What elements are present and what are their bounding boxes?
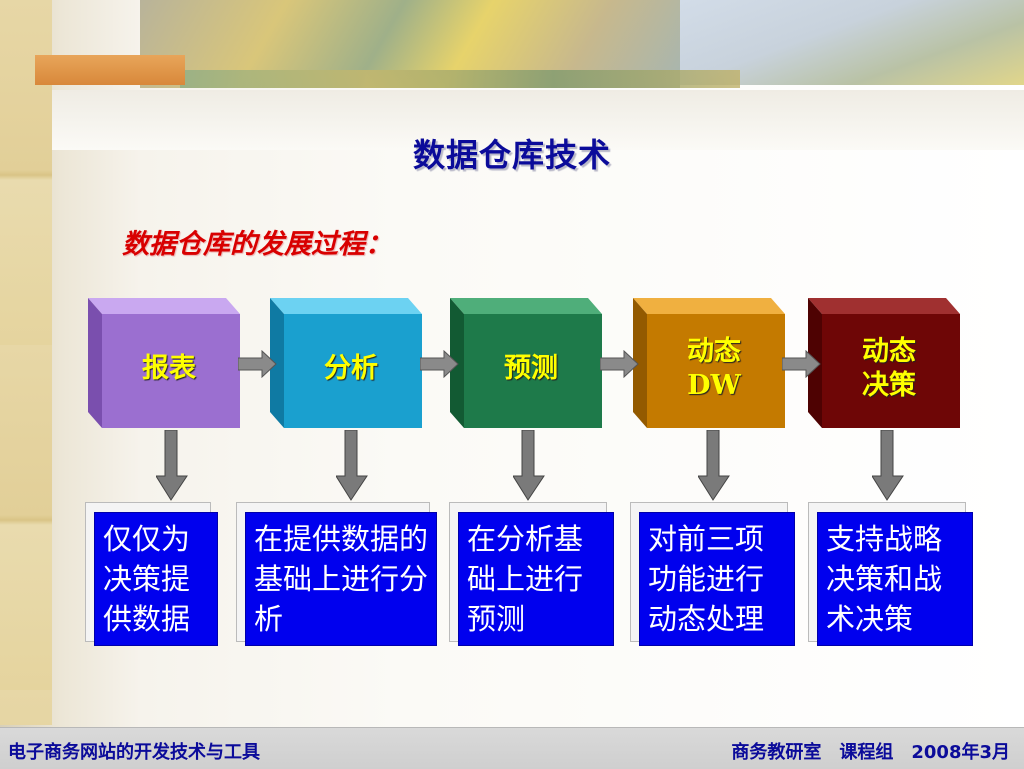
slide-title: 数据仓库技术: [412, 136, 611, 174]
down-arrow-icon: [336, 430, 368, 501]
box-shape: [270, 298, 422, 428]
stage-label: 分析: [324, 353, 378, 385]
down-arrow-icon: [156, 430, 188, 501]
stage-label: 预测: [504, 353, 558, 385]
down-arrow-icon: [872, 430, 904, 501]
down-arrow-icon: [513, 430, 545, 501]
slide-subtitle: 数据仓库的发展过程：: [122, 229, 392, 260]
description-text: 对前三项功能进行动态处理: [639, 512, 795, 646]
description-text: 支持战略决策和战术决策: [817, 512, 973, 646]
footer-bar: 电子商务网站的开发技术与工具 商务教研室 课程组 2008年3月: [0, 727, 1024, 769]
footer-course-title: 电子商务网站的开发技术与工具: [8, 742, 260, 763]
stage-label: 动态 决策: [862, 336, 916, 401]
description-text: 仅仅为决策提供数据: [94, 512, 218, 646]
description-text: 在提供数据的基础上进行分析: [245, 512, 437, 646]
stage-label: 报表: [142, 353, 196, 385]
decorative-banner: [0, 0, 1024, 92]
box-shape: [808, 298, 960, 428]
right-arrow-icon: [600, 350, 639, 378]
down-arrow-icon: [698, 430, 730, 501]
box-shape: [450, 298, 602, 428]
right-arrow-icon: [782, 350, 821, 378]
right-arrow-icon: [238, 350, 277, 378]
footer-credits: 商务教研室 课程组 2008年3月: [731, 742, 1010, 763]
stage-label: 动态 DW: [687, 336, 741, 401]
right-arrow-icon: [420, 350, 459, 378]
decorative-band: [52, 90, 1024, 150]
box-shape: [88, 298, 240, 428]
description-text: 在分析基础上进行预测: [458, 512, 614, 646]
decorative-left-strip: [0, 0, 52, 725]
box-shape: [633, 298, 785, 428]
